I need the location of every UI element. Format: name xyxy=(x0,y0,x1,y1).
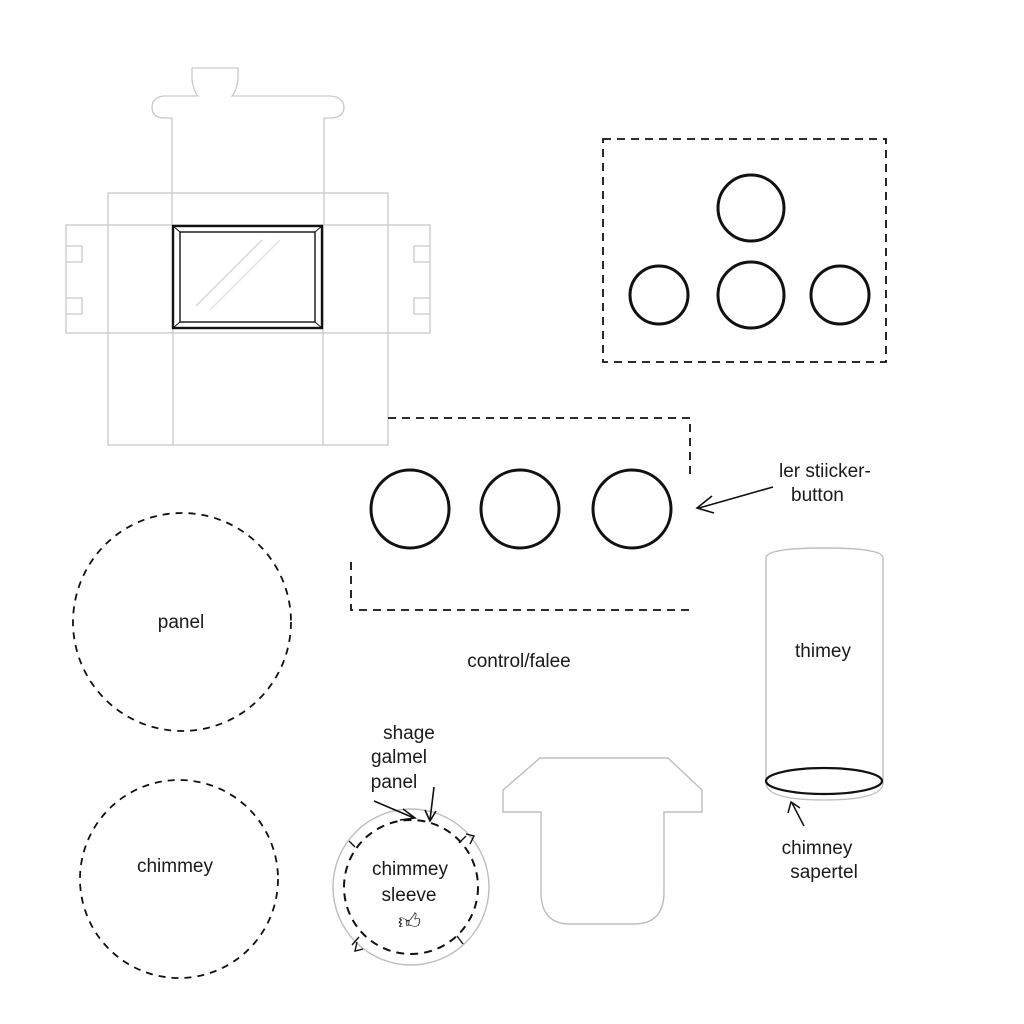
sleeve-inner-circle xyxy=(343,819,479,955)
sleeve-arrow-bl xyxy=(354,941,364,952)
sleeve-tick-4 xyxy=(456,935,464,945)
right-notch-bottom xyxy=(413,297,430,315)
left-notch-bottom xyxy=(66,297,83,315)
housing-flanges xyxy=(65,224,431,334)
sleeve-arrow-tr xyxy=(465,833,476,845)
window-glare-2 xyxy=(209,239,281,311)
button-circle-3[interactable] xyxy=(591,468,673,550)
chimmey-label: chimmey xyxy=(136,856,214,877)
housing-cap-left xyxy=(151,68,200,225)
housing-outline xyxy=(65,67,431,446)
window-glare-1 xyxy=(195,239,263,307)
bracket-shape xyxy=(502,757,703,925)
chimmey-dashed-circle xyxy=(79,779,279,979)
housing-body xyxy=(107,192,389,446)
panel-label: panel xyxy=(157,612,205,633)
chimney-sapertel-label-line2: sapertel xyxy=(790,862,858,883)
sleeve-tick-2 xyxy=(458,835,467,844)
circle-right[interactable] xyxy=(809,264,871,326)
window-bevel-tl xyxy=(172,225,181,233)
button-row-group xyxy=(350,417,774,611)
window-bevel-bl xyxy=(172,321,181,329)
cylinder-group xyxy=(764,547,884,827)
cylinder-base-back xyxy=(765,783,884,801)
circle-left[interactable] xyxy=(628,264,690,326)
sleeve-tick-3 xyxy=(351,936,360,946)
circle-top[interactable] xyxy=(716,173,786,243)
sapertel-arrow-head xyxy=(787,800,801,814)
thumbs-up-icon: 👍︎ xyxy=(398,910,421,935)
button-row-bracket-bottom xyxy=(350,562,692,611)
shage-arrow-2-head xyxy=(424,809,437,823)
circle-middle[interactable] xyxy=(716,260,786,330)
cylinder-top xyxy=(765,547,884,559)
sleeve-outer-circle xyxy=(332,808,490,966)
sticker-button-label-line2: button xyxy=(791,485,844,506)
shage-arrow-1 xyxy=(373,800,415,819)
sleeve-label-line1: chimmey xyxy=(371,859,449,880)
housing-cap xyxy=(192,67,345,225)
shage-label-line1: shage xyxy=(383,723,435,744)
shage-arrow-2 xyxy=(429,786,435,821)
chimney-sapertel-label-line1: chimney xyxy=(781,838,853,859)
shage-label-line3: panel xyxy=(370,772,418,793)
chimney-sleeve-group xyxy=(332,786,490,966)
sticker-button-label-line1: ler stiicker- xyxy=(779,461,871,482)
left-notch-top xyxy=(66,245,83,263)
top-right-group xyxy=(602,138,887,363)
window-frame-inner xyxy=(179,231,316,323)
housing-window xyxy=(171,224,324,330)
thimey-label: thimey xyxy=(795,641,851,662)
window-frame-outer xyxy=(171,224,324,330)
control-label: control/falee xyxy=(467,651,571,672)
sleeve-tick-1 xyxy=(348,840,356,848)
shage-label-line2: galmel xyxy=(371,747,427,768)
sapertel-arrow-line xyxy=(791,802,805,827)
button-circle-2[interactable] xyxy=(479,468,561,550)
window-bevel-tr xyxy=(314,225,323,233)
cylinder-base-ellipse xyxy=(764,766,884,796)
button-row-bracket-top xyxy=(388,417,691,476)
sticker-button-arrow-head xyxy=(695,495,715,514)
sleeve-label-line2: sleeve xyxy=(381,885,437,906)
window-bevel-br xyxy=(314,321,323,329)
top-right-dashed-box xyxy=(602,138,887,363)
shage-arrow-1-head xyxy=(399,808,418,821)
button-circle-1[interactable] xyxy=(369,468,451,550)
panel-dashed-circle xyxy=(72,512,292,732)
right-notch-top xyxy=(413,245,430,263)
sticker-button-arrow-line xyxy=(698,486,774,509)
